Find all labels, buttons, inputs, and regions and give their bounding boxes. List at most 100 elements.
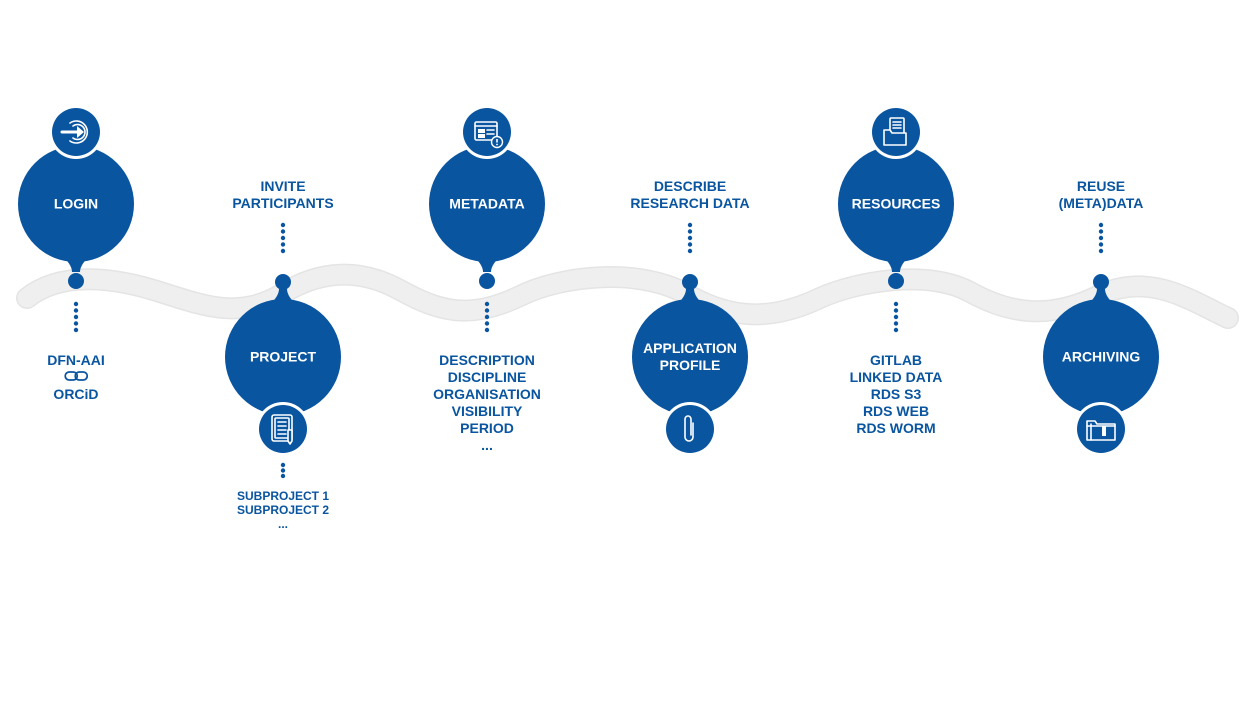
step-node-resources[interactable]	[838, 105, 954, 289]
dotted-connector	[73, 321, 79, 326]
step-title: METADATA	[449, 196, 524, 213]
dotted-connector	[1098, 222, 1104, 228]
document-edit-icon-part	[271, 414, 293, 442]
detail-item: DESCRIPTION	[439, 352, 535, 368]
step-node-archiving[interactable]	[1043, 274, 1159, 456]
dotted-connector	[280, 222, 286, 228]
dotted-connector	[1098, 242, 1104, 247]
paperclip-icon-part	[684, 415, 694, 442]
detail-item: RDS WEB	[862, 403, 930, 419]
dotted-connector	[687, 222, 693, 228]
detail-item: LINKED DATA	[849, 369, 943, 385]
dotted-connector	[687, 248, 693, 254]
document-edit-icon-part	[274, 417, 290, 439]
folder-document-icon-part	[883, 129, 907, 146]
step-circle	[429, 146, 545, 262]
dotted-connector	[280, 235, 286, 241]
step-circle	[1043, 299, 1159, 415]
dotted-connector	[893, 314, 899, 320]
dotted-connector	[73, 301, 79, 307]
dotted-connector	[893, 301, 899, 307]
step-details-line: SUBPROJECT 1	[236, 489, 330, 503]
step-circle	[225, 299, 341, 415]
step-action-label-line: INVITE	[260, 178, 306, 194]
detail-item: ...	[481, 437, 493, 453]
detail-item: DISCIPLINE	[447, 369, 527, 385]
form-alert-icon-part	[474, 121, 498, 141]
step-action-label-line: DESCRIBE	[653, 178, 727, 194]
login-arrow-icon-part	[72, 123, 86, 141]
dotted-connector	[280, 468, 286, 473]
step-title: RESOURCES	[852, 196, 941, 213]
login-arrow-icon-part	[69, 120, 89, 144]
step-action-label-line: REUSE	[1076, 178, 1126, 194]
icon-badge	[666, 405, 714, 453]
paperclip-icon	[684, 415, 694, 442]
archive-folder-icon-part	[1086, 420, 1116, 441]
dotted-connector	[280, 473, 286, 479]
step-title-line: METADATA	[449, 195, 525, 212]
connector-knob	[888, 273, 904, 289]
connector-knob	[1093, 274, 1109, 290]
step-node-project[interactable]	[225, 274, 341, 456]
dotted-connector	[484, 327, 490, 333]
step-circle	[632, 299, 748, 415]
document-edit-icon-part	[287, 429, 293, 445]
step-title-line: PROFILE	[659, 357, 721, 373]
link-chain-icon	[47, 369, 105, 386]
step-node-metadata[interactable]	[429, 105, 545, 289]
connector-knob	[68, 273, 84, 289]
dotted-connector	[1098, 229, 1104, 234]
icon-badge	[259, 405, 307, 453]
connector-knob	[479, 273, 495, 289]
dotted-connector	[280, 229, 286, 234]
alert-dot	[496, 143, 498, 146]
step-circle	[838, 146, 954, 262]
dotted-connector	[484, 321, 490, 326]
form-block	[478, 134, 485, 138]
step-title: LOGIN	[54, 196, 98, 213]
step-node-login[interactable]	[18, 105, 134, 289]
step-title-line: ARCHIVING	[1061, 348, 1141, 365]
dotted-connector	[687, 235, 693, 241]
step-action-label-line: PARTICIPANTS	[232, 195, 334, 211]
step-title-line: PROJECT	[249, 348, 317, 365]
step-details-line: SUBPROJECT 2	[236, 503, 330, 517]
dotted-connector	[73, 314, 79, 320]
dotted-connector	[280, 462, 286, 468]
icon-badge	[1077, 405, 1125, 453]
dotted-connector	[484, 314, 490, 320]
document-edit-icon	[271, 414, 293, 445]
detail-item: GITLAB	[869, 352, 923, 368]
drip-connector	[60, 254, 92, 272]
icon-badge	[463, 108, 511, 156]
dotted-connector	[893, 327, 899, 333]
step-title: ARCHIVING	[1062, 349, 1141, 366]
dotted-connector	[280, 242, 286, 247]
detail-item: PERIOD	[460, 420, 514, 436]
dotted-connector	[73, 308, 79, 313]
step-action-label: REUSE(META)DATA	[1059, 178, 1144, 212]
dotted-connector	[893, 321, 899, 326]
detail-item: RDS WORM	[856, 420, 936, 436]
dotted-connector	[73, 327, 79, 333]
icon-badge	[872, 108, 920, 156]
step-action-label-line: (META)DATA	[1058, 195, 1144, 211]
connector-knob	[682, 274, 698, 290]
timeline-wave	[17, 265, 1238, 328]
login-arrow-icon	[60, 120, 89, 144]
step-node-application-profile[interactable]	[632, 274, 748, 456]
step-title-line: LOGIN	[53, 195, 99, 212]
dotted-connector	[280, 248, 286, 254]
step-title-line: APPLICATION	[643, 340, 737, 356]
dotted-connector	[1098, 248, 1104, 254]
step-circle	[18, 146, 134, 262]
